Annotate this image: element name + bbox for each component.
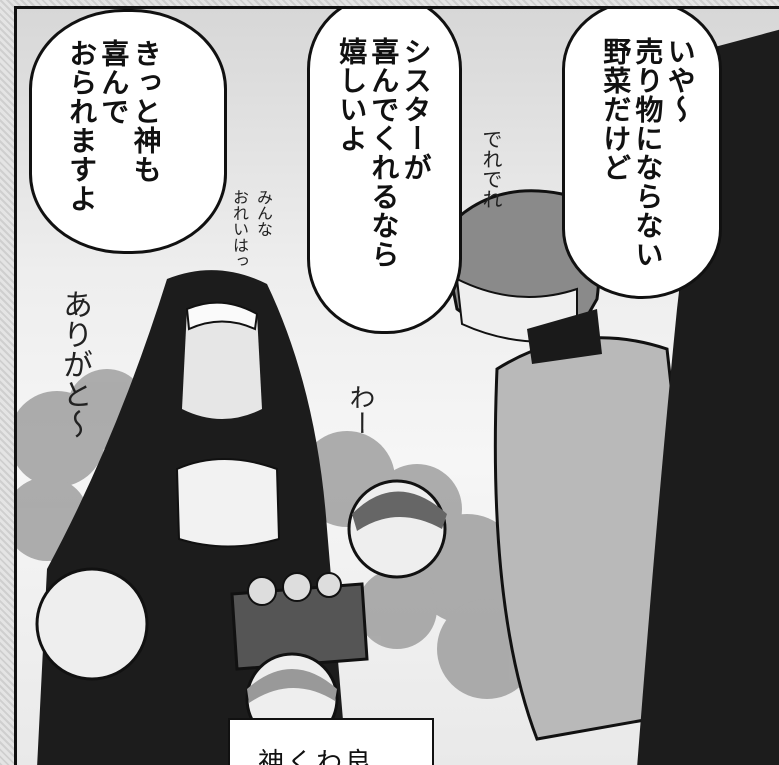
manga-panel: いや〜 売り物にならない 野菜だけど シスターが 喜んでくれるなら 嬉しいよ き… [14,6,779,765]
sfx-wai: わー [345,384,375,436]
speech-text-middle: シスターが 喜んでくれるなら 嬉しいよ [335,37,433,269]
speech-bubble-left [29,9,227,254]
panel-artwork [17,29,779,765]
sfx-arigato: ありがと〜 [57,289,92,439]
speech-bubble-right [562,9,722,299]
caption-box: 神くわ良 [228,718,434,765]
children [35,479,447,746]
vegetable-crate [230,572,369,671]
caption-text: 神くわ良 [258,748,375,765]
foliage [17,369,537,699]
sfx-dere: でれでれ [479,129,503,209]
speech-text-left: きっと神も 喜んで おられますよ [65,39,163,213]
foreground-figure [637,29,779,765]
speech-text-right: いや〜 売り物にならない 野菜だけど [599,37,697,269]
sfx-minna: みんな おれいはっ [230,189,273,269]
speech-bubble-middle [307,9,462,334]
